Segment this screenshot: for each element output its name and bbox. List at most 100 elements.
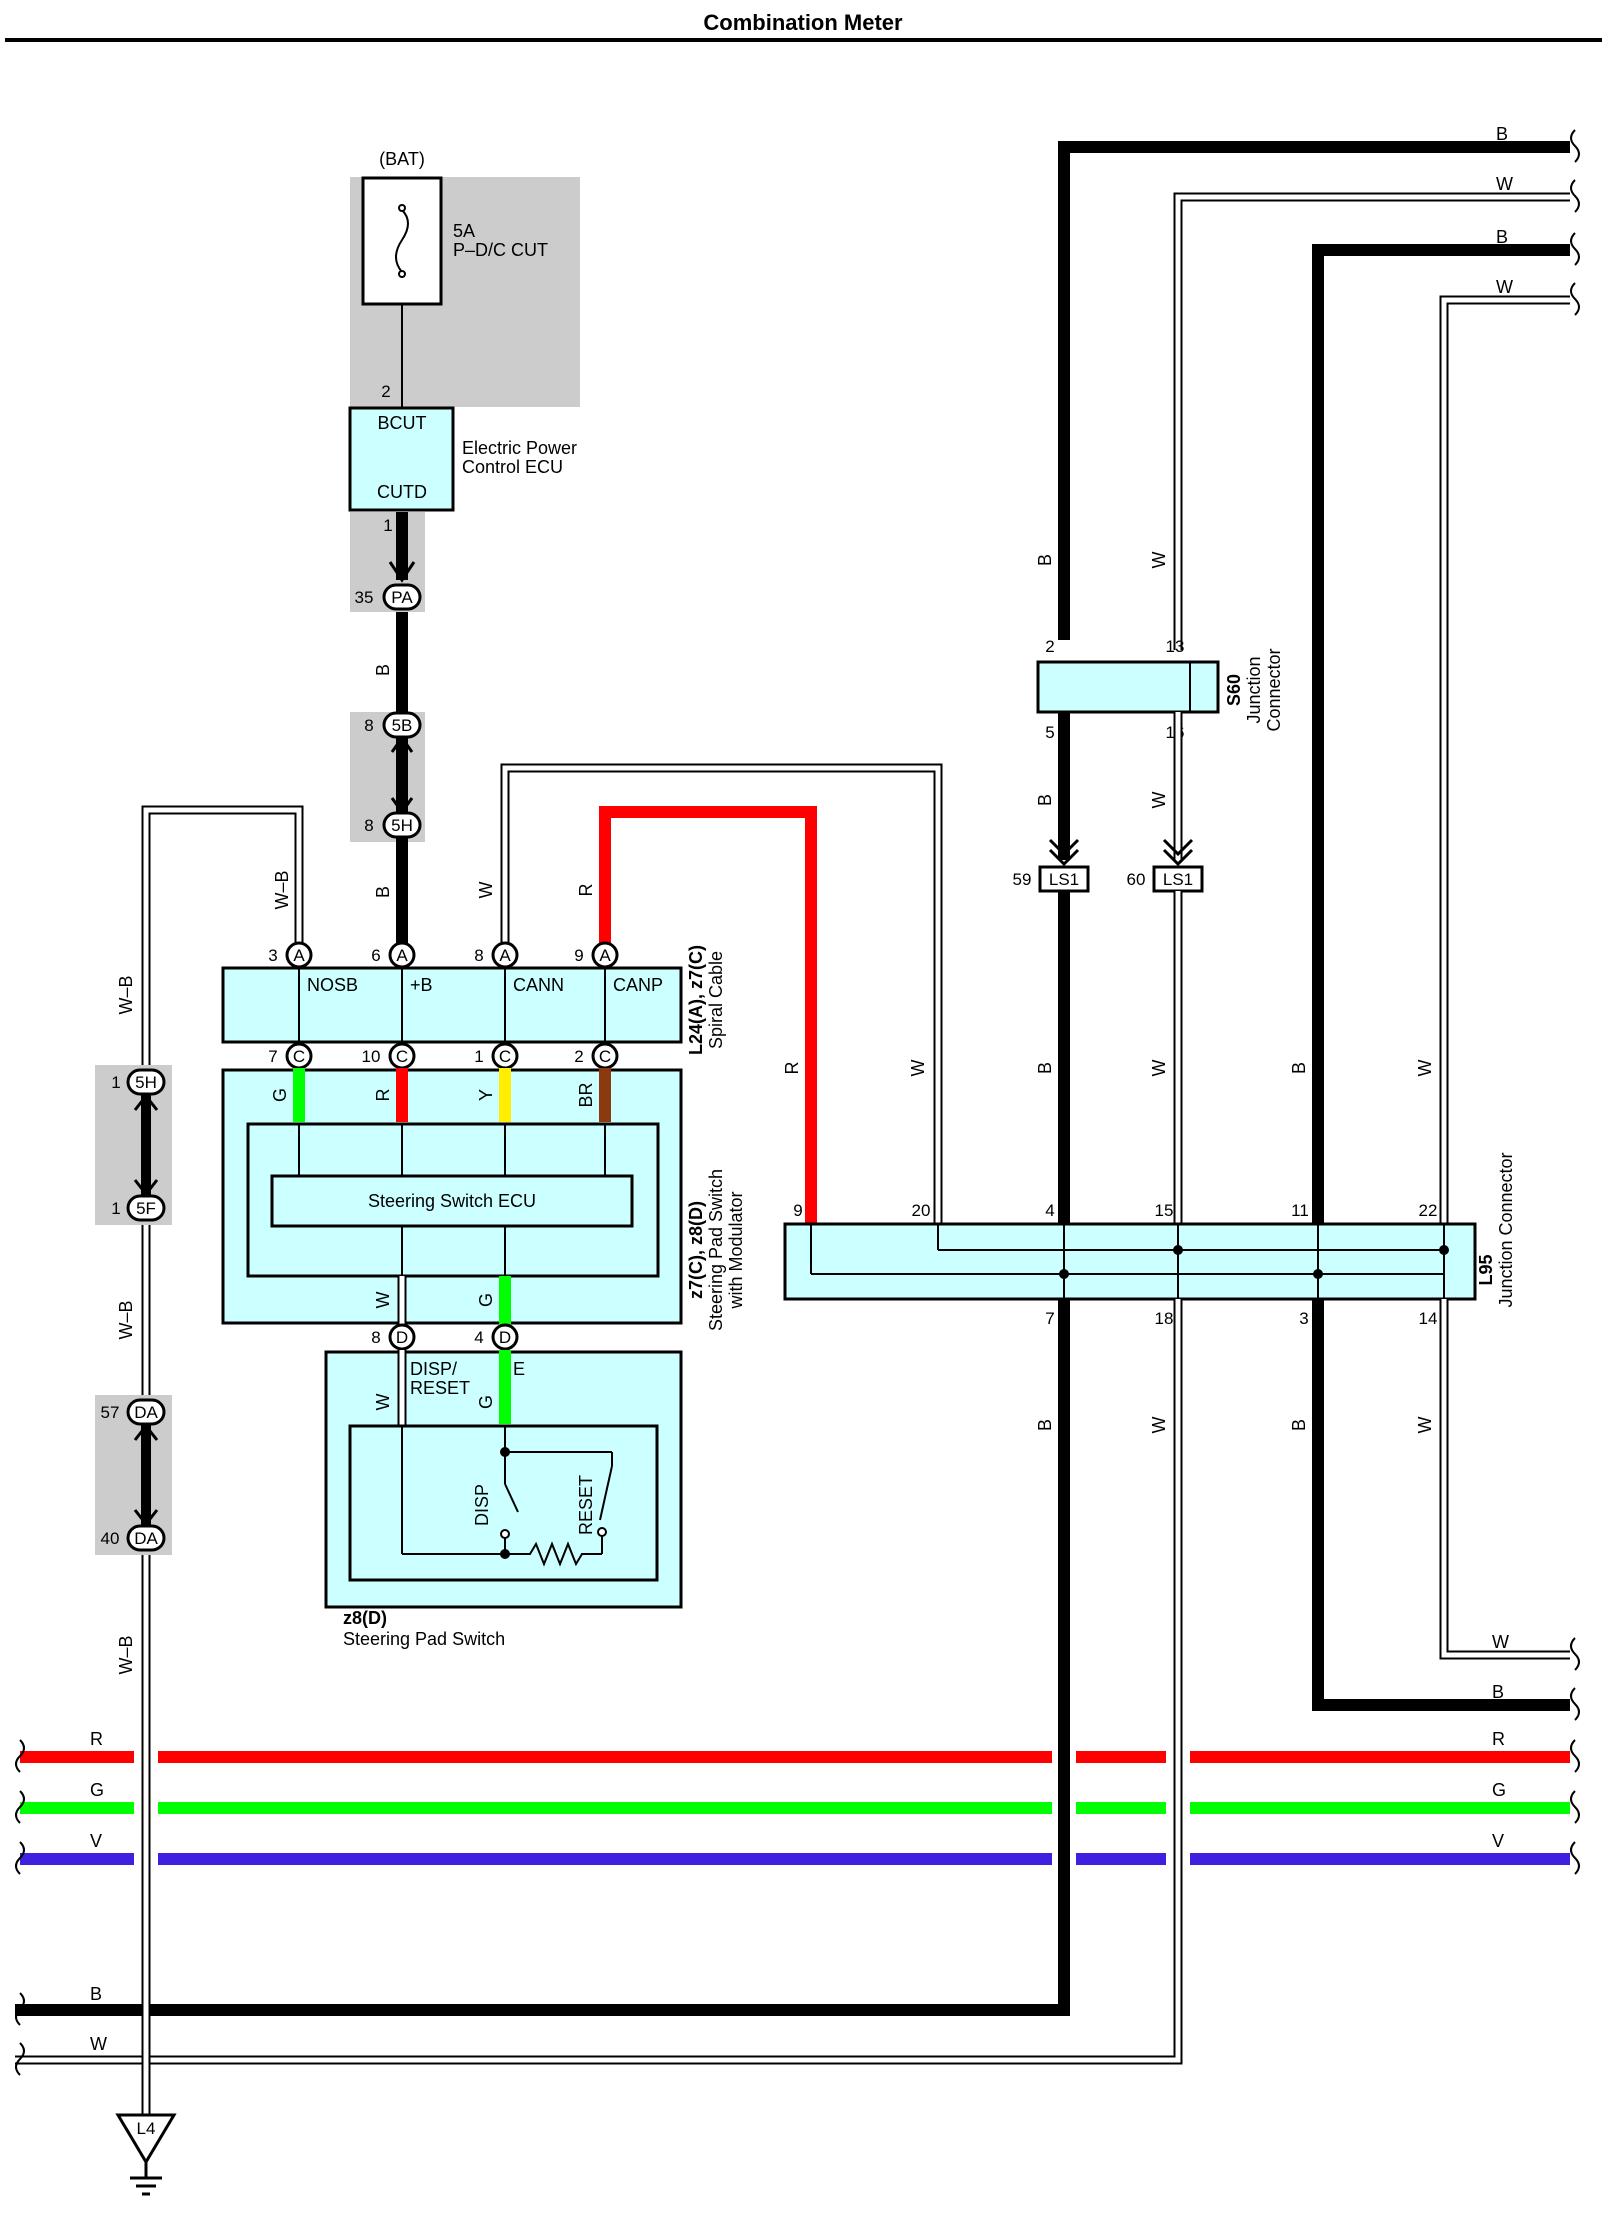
- wire-label-w: W: [1415, 1060, 1435, 1077]
- wire-label-w: W: [1149, 1060, 1169, 1077]
- wire-label-b: B: [1035, 794, 1055, 806]
- connector-code: C: [499, 1047, 511, 1066]
- pad-label-disp-reset: DISP/: [410, 1359, 457, 1379]
- wire-break-icons-left: [15, 1739, 1580, 2076]
- wire-label-r: R: [373, 1089, 393, 1102]
- switch-modulator-name: Steering Pad Switch: [706, 1169, 726, 1331]
- connector-pin: 59: [1013, 870, 1032, 889]
- break-icon: [15, 1790, 25, 1824]
- pin-number: 9: [574, 946, 583, 965]
- spiral-cable-name: Spiral Cable: [706, 951, 726, 1049]
- wire-label-b: B: [1035, 554, 1055, 566]
- pin-number: 4: [1045, 1201, 1054, 1220]
- wire-w-second: [1439, 295, 1570, 1225]
- wire-label-b: B: [1035, 1062, 1055, 1074]
- connector-pin: 1: [111, 1199, 120, 1218]
- wire-w-top: [1175, 194, 1570, 650]
- pin-label-nosb: NOSB: [307, 975, 358, 995]
- switch-label-reset: RESET: [576, 1475, 596, 1535]
- connector-code: 5F: [136, 1199, 156, 1218]
- pin-number: 22: [1419, 1201, 1438, 1220]
- break-icon: [1570, 1637, 1580, 1671]
- connector-5f: [126, 1194, 166, 1222]
- wire-label-w: W: [373, 1292, 393, 1309]
- wire-label-b: B: [373, 664, 393, 676]
- electric-power-ecu: [348, 406, 455, 512]
- resistor-icon: [505, 1541, 602, 1567]
- connector-code: C: [396, 1047, 408, 1066]
- wire-label-w: W: [476, 882, 496, 899]
- connector-code: A: [293, 946, 305, 965]
- connector-code: LS1: [1163, 870, 1193, 889]
- chevron-down-icon: [1048, 838, 1080, 867]
- connector-da: [126, 1524, 166, 1552]
- fuse-terminal-icon: [398, 204, 406, 212]
- connector-code: 5H: [135, 1073, 157, 1092]
- fuse-icon: [395, 209, 409, 273]
- pad-switch-name: Steering Pad Switch: [343, 1629, 505, 1649]
- battery-label: (BAT): [379, 149, 425, 169]
- switch-contact-icon: [597, 1527, 607, 1537]
- fuse-pin: 2: [381, 382, 390, 401]
- wire-label-w: W: [1149, 1417, 1169, 1434]
- break-icon: [1570, 282, 1580, 316]
- s60-junction-connector: [1036, 660, 1220, 714]
- wire-w-cann: [502, 765, 941, 1225]
- bus-label-w: W: [90, 2034, 107, 2054]
- wire-label-g: G: [270, 1088, 290, 1102]
- junction-dot: [1439, 1245, 1449, 1255]
- l95-name: Junction Connector: [1496, 1152, 1516, 1307]
- wire-b-second: [1312, 244, 1570, 1225]
- wire-label-g: G: [476, 1293, 496, 1307]
- wire-label-b: B: [1289, 1062, 1309, 1074]
- pin-number: 15: [1155, 1201, 1174, 1220]
- wire-label-w: W: [908, 1060, 928, 1077]
- ecu-pin-bcut: BCUT: [378, 413, 427, 433]
- bus-label-r: R: [90, 1729, 103, 1749]
- pin-number: 3: [1299, 1309, 1308, 1328]
- fuse-name: P–D/C CUT: [453, 240, 548, 260]
- pad-switch-name: z8(D): [343, 1608, 387, 1628]
- spiral-bottom-connectors: C 7 C 10 C 1 C 2: [268, 1042, 619, 1070]
- wire-w-right: [1439, 1299, 1570, 1660]
- bus-label-r: R: [1492, 1729, 1505, 1749]
- switch-contact-icon: [500, 1529, 510, 1539]
- wire-label-b: B: [1492, 1682, 1504, 1702]
- pin-number: 14: [1419, 1309, 1438, 1328]
- junction-dot: [1173, 1245, 1183, 1255]
- switch-modulator-name: z7(C), z8(D): [686, 1201, 706, 1299]
- switch-modulator-name: with Modulator: [726, 1191, 746, 1309]
- pin-number: 4: [474, 1328, 483, 1347]
- page-title: Combination Meter: [703, 10, 903, 35]
- connector-code: 5B: [392, 716, 413, 735]
- wire-label-r: R: [782, 1062, 802, 1075]
- reset-switch-icon: [599, 1465, 613, 1521]
- pin-number: 11: [1291, 1201, 1309, 1220]
- connector-pin: 60: [1127, 870, 1146, 889]
- pin-number: 9: [793, 1201, 802, 1220]
- break-icon: [1570, 1687, 1580, 1721]
- bus-label-g: G: [90, 1780, 104, 1800]
- pin-number: 10: [362, 1047, 381, 1066]
- pin-number: 20: [912, 1201, 931, 1220]
- disp-switch-icon: [504, 1483, 519, 1513]
- pin-number: 8: [371, 1328, 380, 1347]
- wire-label-w: W: [1149, 792, 1169, 809]
- spiral-cable-name: L24(A), z7(C): [686, 945, 706, 1055]
- wire-label-w: W: [1492, 1632, 1509, 1652]
- connector-pin-a: [388, 941, 416, 969]
- junction-dot: [1313, 1269, 1323, 1279]
- connector-pin: 8: [364, 716, 373, 735]
- break-icon: [15, 1992, 25, 2026]
- ecu-pin-cutd: CUTD: [377, 482, 427, 502]
- connector-pin: 8: [364, 816, 373, 835]
- wire-w-second: [1441, 297, 1570, 1225]
- wire-w-bottom: [15, 1299, 1181, 2063]
- pad-switch-inner-frame: [348, 1424, 659, 1582]
- switch-inner-frame: [246, 1122, 660, 1278]
- pin-number: 18: [1155, 1309, 1174, 1328]
- l95-junction-connector: [783, 1222, 1477, 1301]
- connector-code: A: [396, 946, 408, 965]
- break-icon: [1570, 129, 1580, 163]
- connector-pin: 1: [111, 1073, 120, 1092]
